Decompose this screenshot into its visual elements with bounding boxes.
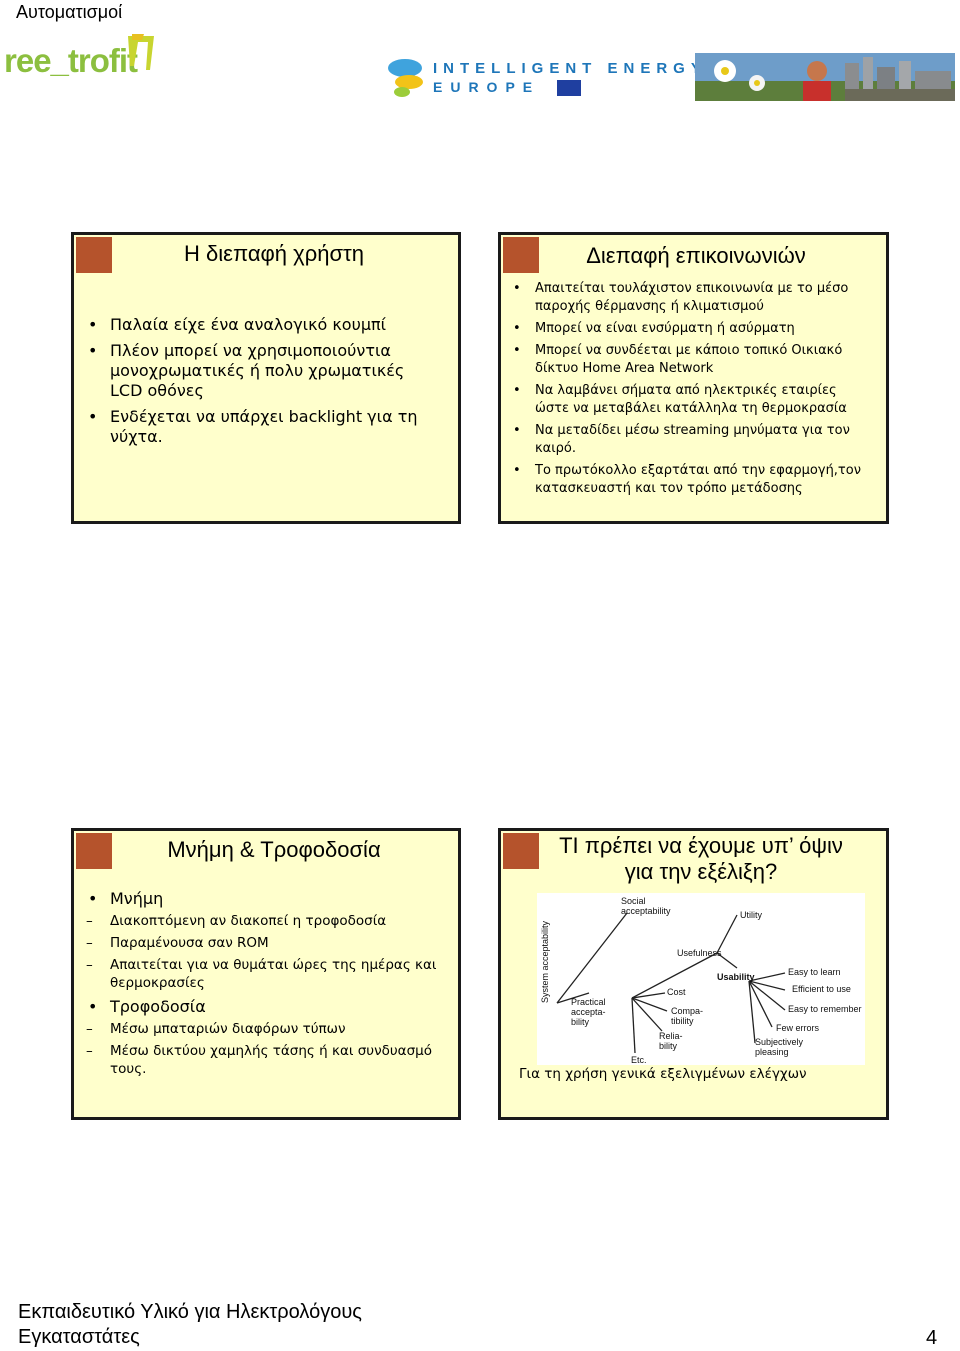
group-label: Τροφοδοσία <box>110 997 206 1016</box>
header-photo-banner <box>695 53 955 101</box>
diagram-cost-label: Cost <box>667 987 686 997</box>
list-item: Πλέον μπορεί να χρησιμοποιούντια μονοχρω… <box>86 341 436 401</box>
bullet-list: Μνήμη Διακοπτόμενη αν διακοπεί η τροφοδο… <box>86 888 446 1078</box>
ree-trofit-logo: ree_trofit <box>4 30 164 85</box>
ie-swirl-icon <box>388 59 423 97</box>
group-label: Μνήμη <box>110 889 164 908</box>
slide-emblem-icon <box>503 237 539 273</box>
diagram-etc-label: Etc. <box>631 1055 647 1065</box>
sub-list-item: Μέσω μπαταριών διαφόρων τύπων <box>82 1020 446 1038</box>
diagram-usefulness-label: Usefulness <box>677 948 722 958</box>
slide-emblem-icon <box>76 237 112 273</box>
diagram-attr-label: Few errors <box>776 1023 820 1033</box>
list-item: Μπορεί να είναι ενσύρματη ή ασύρματη <box>511 320 871 338</box>
list-item: Μνήμη Διακοπτόμενη αν διακοπεί η τροφοδο… <box>86 888 446 992</box>
intelligent-energy-europe-logo: INTELLIGENT ENERGY EUROPE <box>385 52 701 102</box>
footer-line1: Εκπαιδευτικό Υλικό για Ηλεκτρολόγους <box>18 1301 362 1323</box>
slide-emblem-icon <box>503 833 539 869</box>
slide-title: Διεπαφή επικοινωνιών <box>586 243 806 268</box>
ie-logo-line2: EUROPE <box>433 79 541 95</box>
ree-trofit-logo-mark <box>128 34 154 70</box>
slide-title-line2: για την εξέλιξη? <box>624 859 778 884</box>
diagram-usability-label: Usability <box>717 972 755 982</box>
slide-title: Μνήμη & Τροφοδοσία <box>167 837 381 862</box>
ree-trofit-logo-text: ree_trofit <box>4 42 138 79</box>
sub-list: Διακοπτόμενη αν διακοπεί η τροφοδοσία Πα… <box>82 912 446 992</box>
bullet-list: Απαιτείται τουλάχιστον επικοινωνία με το… <box>511 280 871 498</box>
diagram-root-label: System acceptability <box>540 920 550 1003</box>
sub-list-item: Παραμένουσα σαν ROM <box>82 934 446 952</box>
diagram-attr-label: Easy to learn <box>788 967 841 977</box>
slide-memory-power: Μνήμη & Τροφοδοσία Μνήμη Διακοπτόμενη αν… <box>71 828 461 1120</box>
sub-list-item: Μέσω δικτύου χαμηλής τάσης ή και συνδυασ… <box>82 1042 446 1078</box>
bullet-list: Παλαία είχε ένα αναλογικό κουμπί Πλέον μ… <box>86 315 436 447</box>
sub-list-item: Διακοπτόμενη αν διακοπεί η τροφοδοσία <box>82 912 446 930</box>
sub-list: Μέσω μπαταριών διαφόρων τύπων Μέσω δικτύ… <box>82 1020 446 1078</box>
diagram-attr-label: Efficient to use <box>792 984 851 994</box>
document-footer: Εκπαιδευτικό Υλικό για Ηλεκτρολόγους Εγκ… <box>18 1300 362 1350</box>
list-item: Τροφοδοσία Μέσω μπαταριών διαφόρων τύπων… <box>86 996 446 1078</box>
slide-communication-interface: Διεπαφή επικοινωνιών Απαιτείται τουλάχισ… <box>498 232 889 524</box>
slide-title: Η διεπαφή χρήστη <box>184 241 364 266</box>
footer-line2: Εγκαταστάτες <box>18 1326 140 1348</box>
sub-list-item: Απαιτείται για να θυμάται ώρες της ημέρα… <box>82 956 446 992</box>
slide-user-interface: Η διεπαφή χρήστη Παλαία είχε ένα αναλογι… <box>71 232 461 524</box>
document-header-title: Αυτοματισμοί <box>16 2 123 22</box>
list-item: Να μεταδίδει μέσω streaming μηνύματα για… <box>511 422 871 458</box>
eu-flag-icon <box>557 80 581 96</box>
list-item: Το πρωτόκολλο εξαρτάται από την εφαρμογή… <box>511 462 871 498</box>
ie-logo-line1: INTELLIGENT ENERGY <box>433 60 707 77</box>
diagram-utility-label: Utility <box>740 910 762 920</box>
slide-title: ΤΙ πρέπει να έχουμε υπ’ όψιν για την εξέ… <box>531 833 871 885</box>
diagram-compat-label: Compa-tibility <box>671 1006 703 1026</box>
slide-caption: Για τη χρήση γενικά εξελιγμένων ελέγχων <box>519 1066 807 1082</box>
slide-title-line1: ΤΙ πρέπει να έχουμε υπ’ όψιν <box>559 833 843 858</box>
list-item: Ενδέχεται να υπάρχει backlight για τη νύ… <box>86 407 436 447</box>
list-item: Απαιτείται τουλάχιστον επικοινωνία με το… <box>511 280 871 316</box>
diagram-relia-label: Relia-bility <box>659 1031 683 1051</box>
list-item: Μπορεί να συνδέεται με κάποιο τοπικό Οικ… <box>511 342 871 378</box>
slide-emblem-icon <box>76 833 112 869</box>
diagram-attr-label: Easy to remember <box>788 1004 862 1014</box>
list-item: Παλαία είχε ένα αναλογικό κουμπί <box>86 315 436 335</box>
page-number: 4 <box>926 1327 938 1349</box>
list-item: Να λαμβάνει σήματα από ηλεκτρικές εταιρί… <box>511 382 871 418</box>
